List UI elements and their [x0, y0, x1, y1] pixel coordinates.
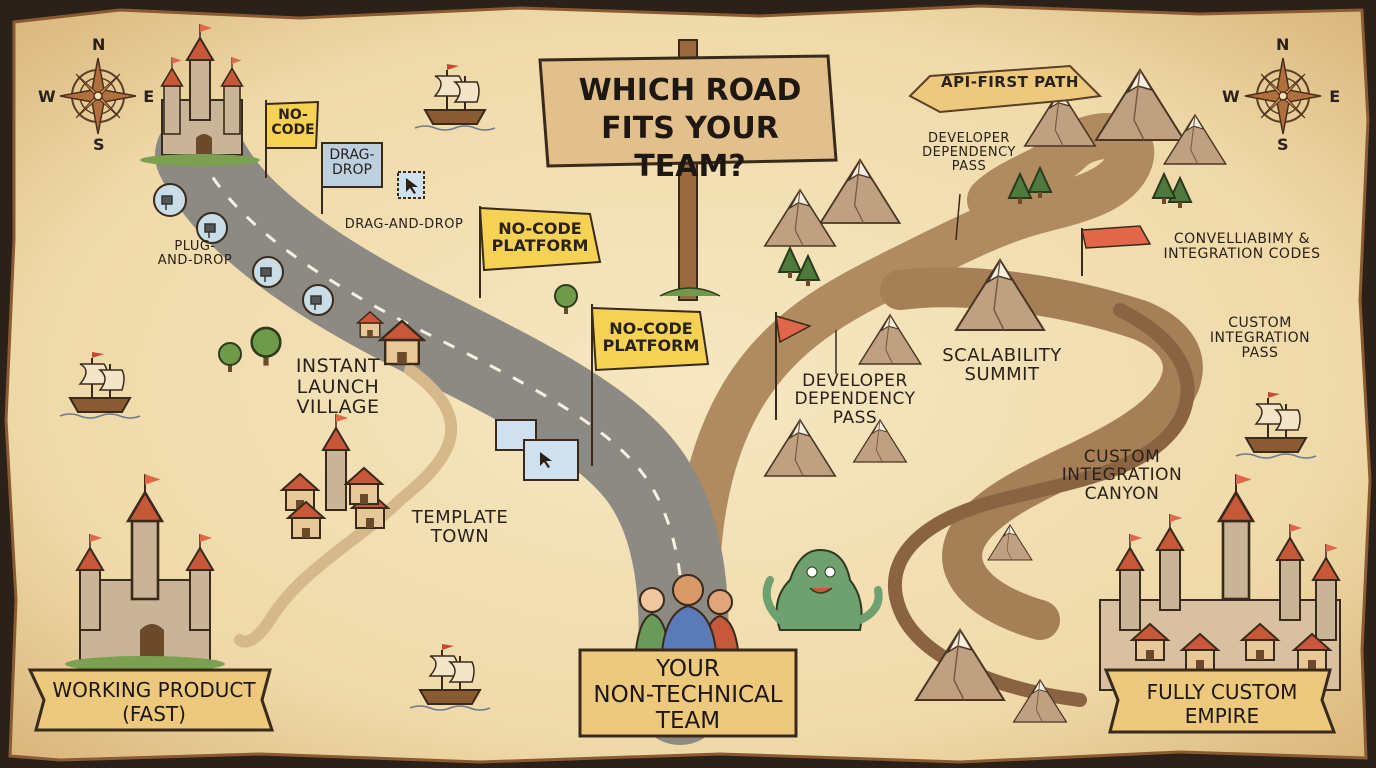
drag-drop-line-2: DROP	[332, 162, 372, 179]
scalability-summit-label: SCALABILITY SUMMIT	[936, 346, 1068, 385]
pass-upper-line-3: PASS	[951, 159, 987, 175]
developer-dependency-pass-upper-label: DEVELOPER DEPENDENCY PASS	[904, 131, 1034, 175]
team-signboard	[578, 648, 798, 738]
village-line-1: INSTANT	[295, 355, 381, 377]
plug-label-line-1: PLUG-	[174, 239, 216, 254]
summit-line-2: SUMMIT	[964, 364, 1040, 386]
developer-dependency-pass-lower-label: DEVELOPER DEPENDENCY PASS	[790, 372, 920, 427]
custom-pass-line-2: INTEGRATION	[1209, 330, 1311, 347]
flag-platform-lower-line-1: NO-CODE	[609, 319, 693, 338]
team-line-3: TEAM	[655, 708, 721, 734]
working-product-label: WORKING PRODUCT (FAST)	[40, 678, 268, 726]
empire-line-2: EMPIRE	[1184, 704, 1260, 728]
flag-platform-upper-line-1: NO-CODE	[498, 219, 582, 238]
custom-integration-canyon-label: CUSTOM INTEGRATION CANYON	[1054, 448, 1190, 503]
compass-w-label: W	[38, 87, 57, 106]
red-flag-pass-icon	[775, 312, 812, 420]
drag-and-drop-label: DRAG-AND-DROP	[344, 217, 464, 232]
team-line-2: NON-TECHNICAL	[593, 682, 783, 708]
codes-line-2: INTEGRATION CODES	[1163, 246, 1321, 263]
title-signboard	[538, 54, 838, 168]
title-line-2: FITS YOUR TEAM?	[601, 111, 779, 184]
canyon-line-1: CUSTOM	[1083, 447, 1161, 467]
compass-n-label: N	[92, 35, 106, 54]
canyon-line-2: INTEGRATION	[1061, 465, 1183, 486]
team-line-1: YOUR	[656, 656, 720, 682]
pass-lower-line-1: DEVELOPER	[802, 371, 908, 391]
working-product-line-2: (FAST)	[122, 702, 186, 726]
fully-custom-empire-banner	[1103, 668, 1337, 734]
flag-no-code-platform-lower-icon	[590, 304, 710, 466]
red-flag-codes-icon	[1081, 225, 1152, 276]
plug-label-line-2: AND-DROP	[157, 253, 233, 269]
pass-upper-line-2: DEPENDENCY	[922, 145, 1016, 161]
drag-drop-line-1: DRAG-	[329, 147, 375, 163]
non-technical-team-icon	[634, 574, 740, 653]
flag-platform-lower-line-2: PLATFORM	[602, 336, 700, 356]
drag-drop-sign-label: DRAG- DROP	[322, 147, 382, 179]
working-product-castle-icon	[65, 472, 225, 672]
flag-platform-upper-line-2: PLATFORM	[491, 236, 589, 256]
codes-line-1: CONVELLIABIMY &	[1173, 231, 1311, 247]
flag-no-code-platform-upper-icon	[478, 206, 602, 298]
custom-pass-line-1: CUSTOM	[1228, 315, 1292, 331]
api-first-banner	[908, 64, 1103, 114]
custom-integration-canyon	[888, 303, 1195, 707]
flag-no-code-line-2: CODE	[271, 122, 315, 139]
compass-w-label: W	[1222, 87, 1241, 106]
compass-s-label: S	[92, 135, 106, 154]
empire-line-1: FULLY CUSTOM	[1146, 680, 1298, 704]
town-line-2: TOWN	[430, 526, 490, 548]
plug-icon	[196, 212, 228, 244]
pass-upper-line-1: DEVELOPER	[928, 131, 1010, 146]
custom-pass-line-3: PASS	[1241, 345, 1279, 362]
map-title: WHICH ROAD FITS YOUR TEAM?	[548, 72, 832, 186]
sea-monster-icon	[762, 548, 883, 631]
title-line-1: WHICH ROAD	[578, 73, 802, 108]
compass-s-label: S	[1276, 135, 1290, 154]
no-code-castle-icon	[140, 23, 260, 166]
flag-no-code-platform-lower-label: NO-CODE PLATFORM	[598, 320, 704, 355]
flag-no-code-icon	[265, 100, 320, 178]
fully-custom-empire-label: FULLY CUSTOM EMPIRE	[1116, 680, 1328, 728]
village-line-2: LAUNCH	[296, 375, 380, 398]
api-first-path-label: API-FIRST PATH	[941, 73, 1079, 91]
drag-drop-sign	[321, 142, 383, 188]
custom-integration-pass-label: CUSTOM INTEGRATION PASS	[1196, 315, 1324, 362]
working-product-banner	[27, 668, 275, 732]
template-town-label: TEMPLATE TOWN	[406, 508, 514, 547]
plug-icon	[302, 284, 334, 316]
team-label: YOUR NON-TECHNICAL TEAM	[582, 656, 794, 734]
summit-line-1: SCALABILITY	[942, 345, 1062, 366]
town-line-1: TEMPLATE	[411, 507, 509, 528]
compass-e-label: E	[143, 87, 155, 106]
canyon-line-3: CANYON	[1084, 483, 1160, 504]
pass-lower-line-3: PASS	[832, 407, 878, 428]
village-line-3: VILLAGE	[296, 396, 380, 419]
convelliabimy-integration-codes-label: CONVELLIABIMY & INTEGRATION CODES	[1154, 231, 1330, 263]
instant-launch-village-label: INSTANT LAUNCH VILLAGE	[290, 356, 386, 418]
working-product-line-1: WORKING PRODUCT	[52, 678, 256, 702]
flag-no-code-label: NO- CODE	[268, 107, 318, 139]
pass-lower-line-2: DEPENDENCY	[794, 389, 916, 410]
plug-icon	[153, 183, 187, 217]
flag-no-code-line-1: NO-	[278, 107, 308, 123]
compass-n-label: N	[1276, 35, 1290, 54]
flag-no-code-platform-upper-label: NO-CODE PLATFORM	[486, 220, 594, 255]
compass-e-label: E	[1329, 87, 1341, 106]
plug-and-drop-label: PLUG- AND-DROP	[150, 239, 240, 269]
plug-icon	[252, 256, 284, 288]
